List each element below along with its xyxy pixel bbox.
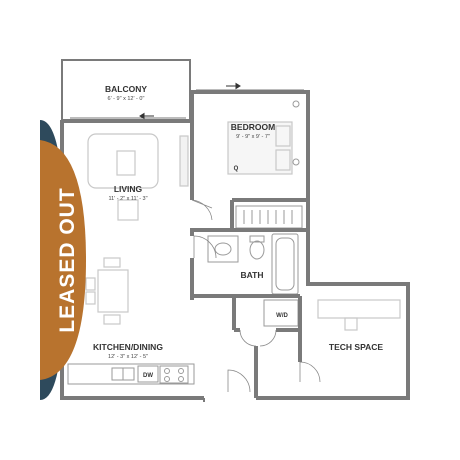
balcony-name: BALCONY — [105, 84, 147, 94]
kitchen-dining-dims: 12' - 3" x 12' - 5" — [108, 354, 148, 360]
windows — [70, 89, 304, 119]
toilet-tank — [249, 235, 265, 243]
kitchen-dining-name: KITCHEN/DINING — [93, 342, 163, 352]
arrow-right-icon — [226, 82, 241, 90]
kitchen-counter — [67, 363, 195, 385]
dining-chair — [103, 257, 121, 268]
wd-label: W/D — [276, 313, 288, 319]
entry-door — [227, 369, 251, 393]
desk — [317, 299, 401, 319]
furniture — [85, 121, 401, 331]
tech-space-name: TECH SPACE — [329, 342, 383, 352]
doors — [191, 199, 321, 393]
bed — [227, 121, 293, 175]
status-text: LEASED OUT — [56, 187, 79, 332]
desk-chair — [344, 317, 358, 331]
status-banner: LEASED OUT — [40, 120, 86, 400]
armchair — [117, 199, 139, 221]
tech-door — [299, 361, 321, 383]
dining-table — [97, 269, 129, 313]
wd-door — [239, 329, 277, 347]
arrow-left-icon — [139, 112, 154, 120]
dishwasher-label: DW — [143, 373, 153, 379]
bedroom-name: BEDROOM — [231, 122, 275, 132]
vanity — [207, 235, 239, 263]
pillow — [275, 149, 291, 171]
sofa — [87, 133, 159, 189]
bed-size-label: Q — [234, 166, 239, 172]
sink — [214, 242, 232, 256]
living-dims: 11' - 2" x 11' - 3" — [108, 196, 147, 202]
bedroom-door — [191, 199, 213, 221]
balcony-dims: 6' - 9" x 12' - 0" — [108, 96, 145, 102]
coffee-table — [116, 150, 136, 176]
dining-chair — [85, 291, 96, 305]
bath-door — [193, 235, 217, 259]
toilet-bowl — [249, 240, 265, 260]
dining-chair — [85, 277, 96, 291]
living-name: LIVING — [114, 184, 143, 194]
dishwasher — [137, 365, 159, 383]
range — [159, 365, 189, 384]
pillow — [275, 125, 291, 147]
bath-name: BATH — [241, 270, 264, 280]
bedroom-dims: 9' - 9" x 9' - 7" — [236, 134, 270, 140]
tv-stand — [179, 135, 189, 187]
banner-body — [40, 140, 86, 380]
dining-chair — [103, 314, 121, 325]
